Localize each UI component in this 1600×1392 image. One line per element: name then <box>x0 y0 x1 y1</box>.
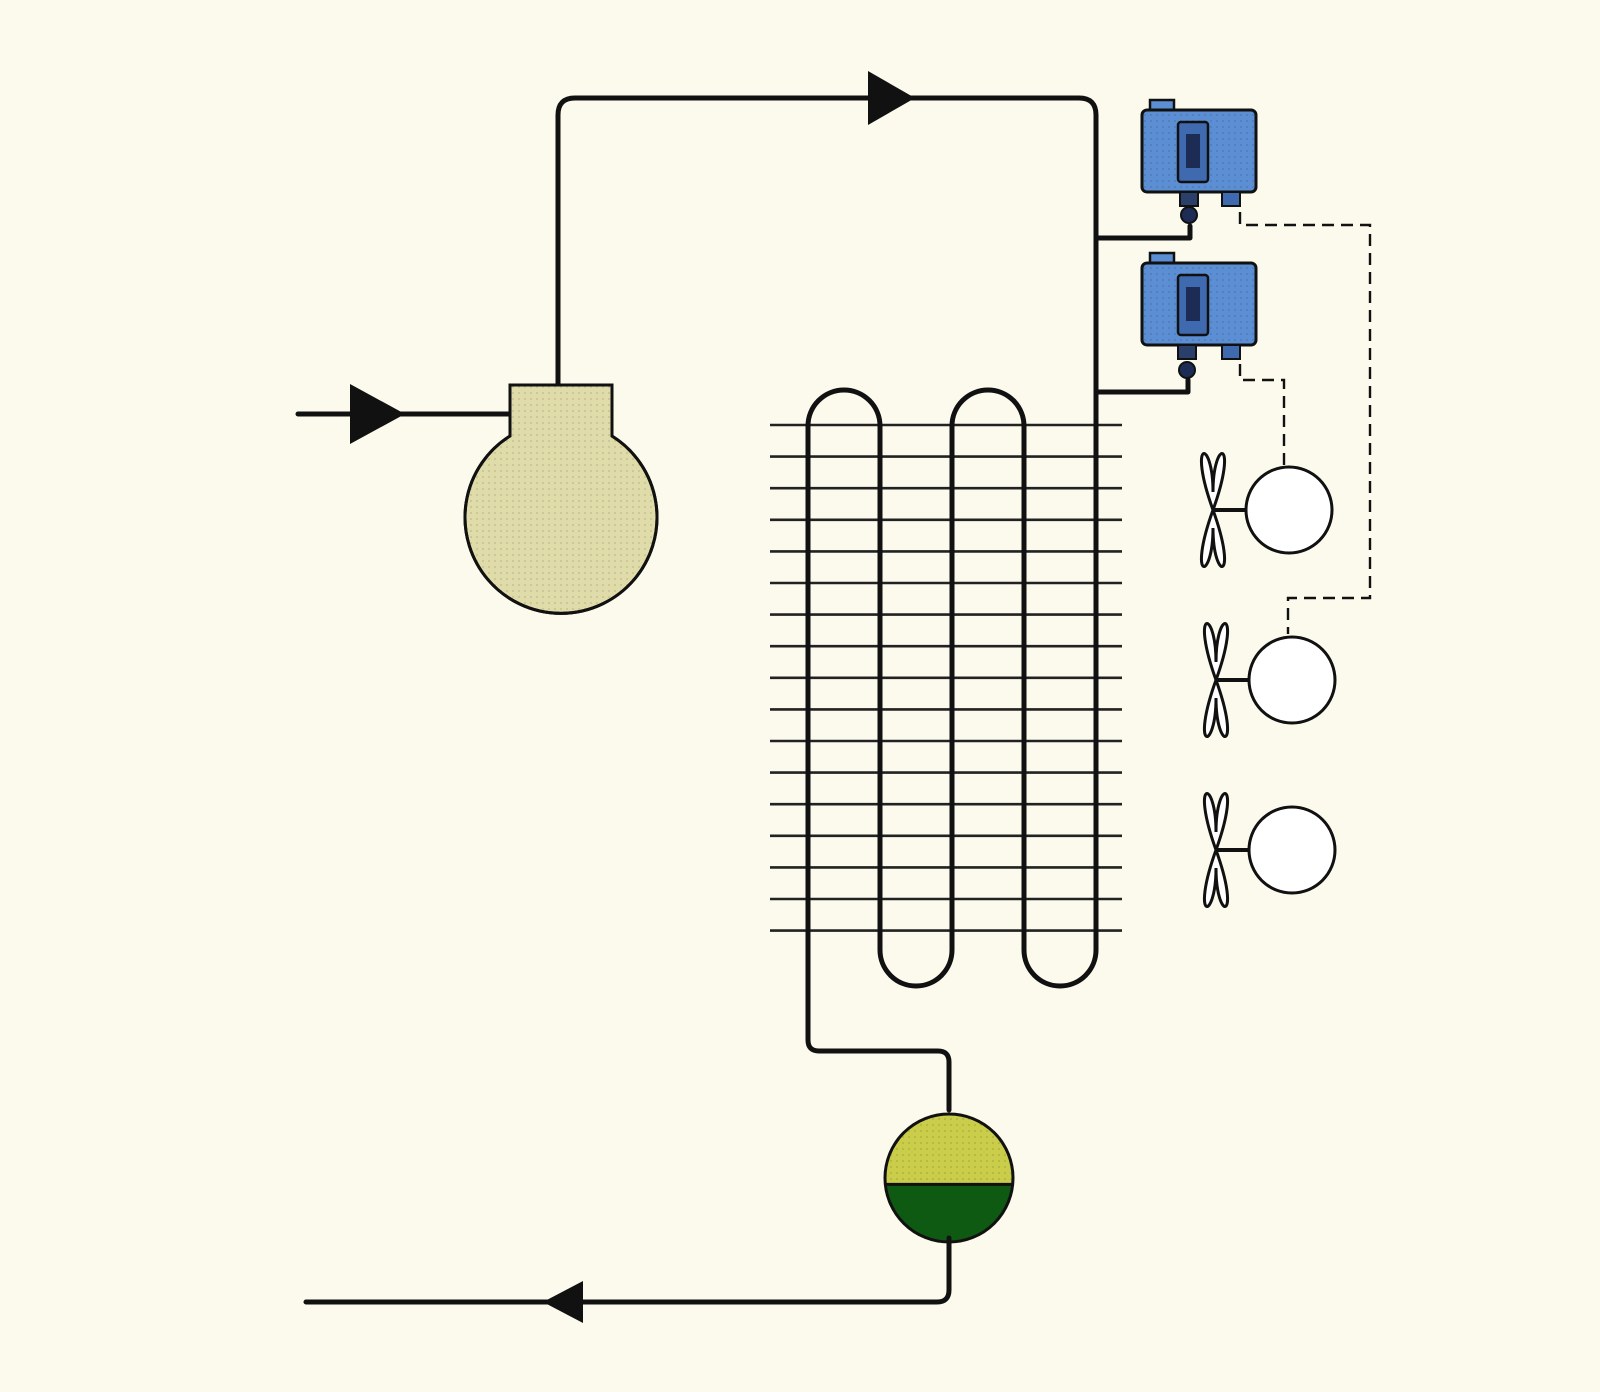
pressure-switch-icon[interactable] <box>1140 251 1258 379</box>
pressure-switch-icon[interactable] <box>1140 98 1258 224</box>
switch-impulse-line <box>1093 377 1191 395</box>
condenser-fins <box>770 423 1122 932</box>
control-wire <box>1238 364 1286 466</box>
flow-arrow-right-icon <box>350 384 405 444</box>
condenser-fan-icon <box>1202 792 1337 908</box>
control-wire <box>1238 212 1372 634</box>
separator-vessel-icon <box>463 383 659 615</box>
switch-impulse-line <box>1093 223 1193 241</box>
flow-arrow-left-icon <box>543 1281 583 1323</box>
liquid-receiver-icon <box>883 1112 1015 1244</box>
flow-arrow-right-icon <box>868 71 915 125</box>
liquid-outlet-pipe <box>303 1235 952 1305</box>
condenser-fan-icon <box>1199 452 1334 568</box>
receiver-liquid-level <box>885 1184 1013 1242</box>
condenser-coil <box>805 387 1099 1113</box>
condenser-fan-icon <box>1202 622 1337 738</box>
discharge-pipe <box>555 95 1099 427</box>
